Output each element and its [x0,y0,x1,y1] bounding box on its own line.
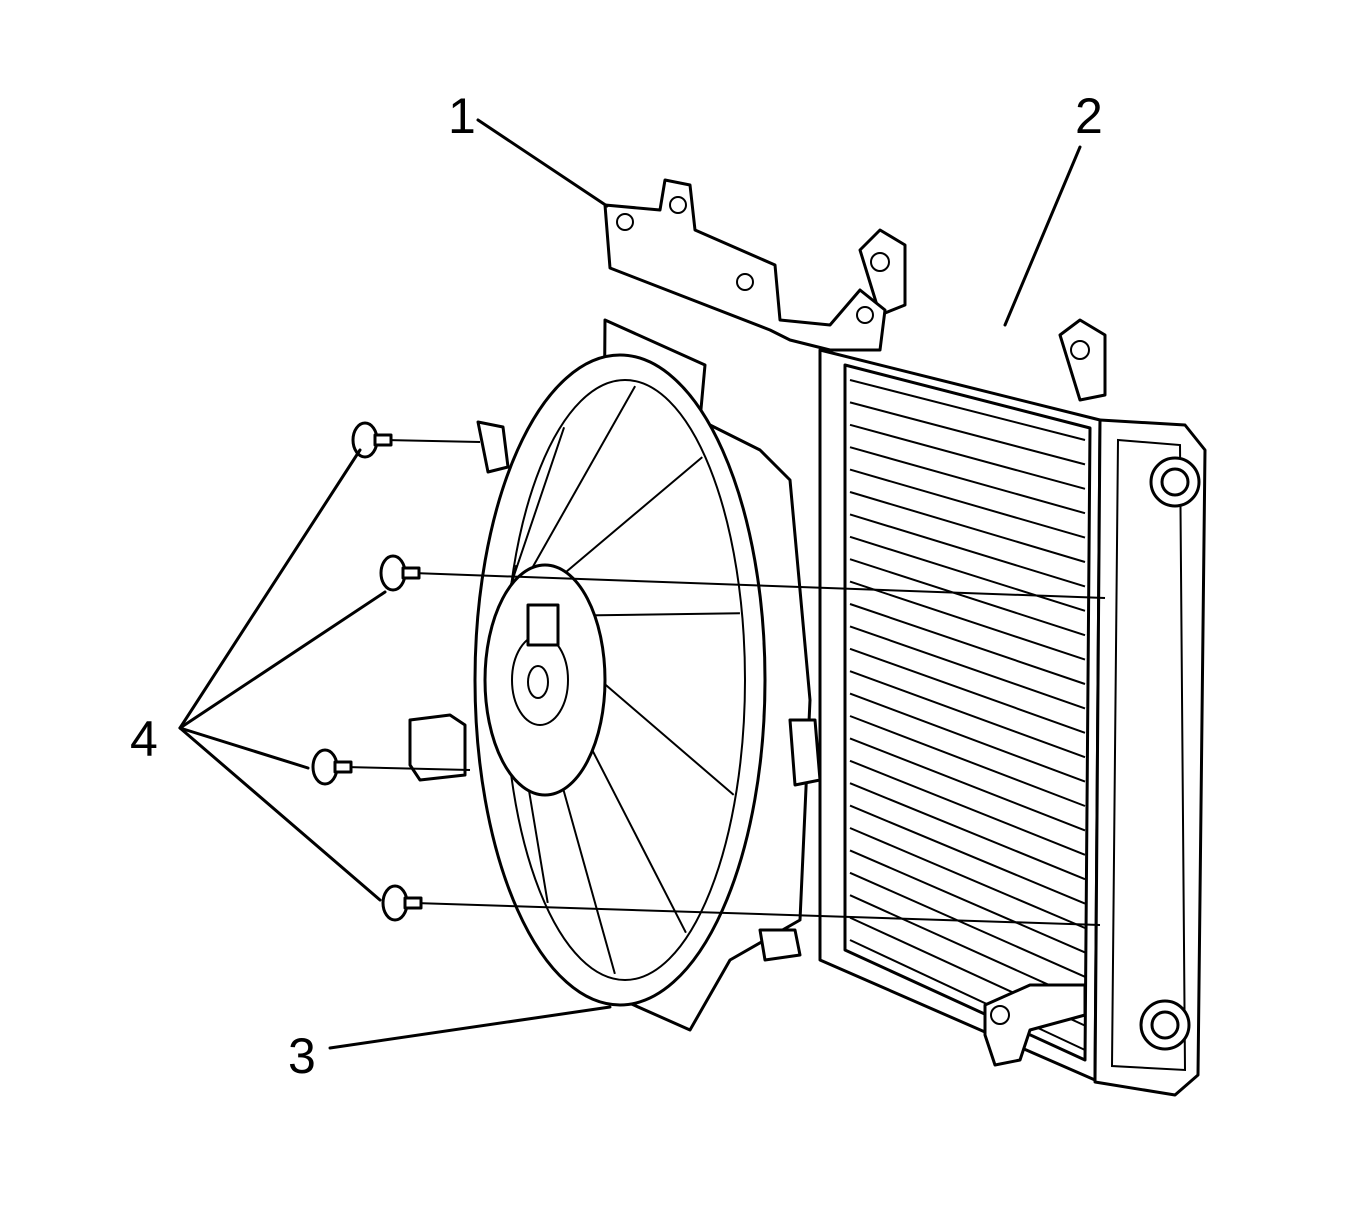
leader-lines [178,118,1082,1050]
radiator-fin [849,849,1086,954]
bolt-head [351,421,379,459]
radiator-fin [849,446,1086,515]
radiator-fin [849,379,1086,441]
radiator-fin [849,939,1086,1051]
radiator-fin [849,468,1086,539]
bolt-shank [401,566,421,580]
bolt-shank [373,433,393,447]
radiator-fin [849,692,1086,783]
bolts [311,421,1106,926]
fan-blade [588,744,687,934]
alignment-line [412,572,1106,599]
fan-assembly [408,318,822,1032]
callout-1: 1 [448,88,476,144]
radiator-fin [849,647,1086,734]
radiator-fin [849,737,1086,832]
bracket [603,178,887,352]
radiator-fin [849,715,1086,807]
fan-blade [589,612,740,617]
radiator-fin [849,423,1086,490]
bolt-head [379,554,407,592]
bolt-shank [333,760,353,774]
radiator-fin [849,827,1086,929]
alignment-line [384,439,481,443]
callout-4: 4 [130,711,158,767]
bolt-head [381,884,409,922]
radiator-fin [849,558,1086,637]
bolt-head [311,748,339,786]
fan-blade [527,784,549,904]
radiator-fin [849,871,1086,978]
fan-blade [527,385,636,576]
alignment-line [344,766,471,771]
radiator-fin [849,782,1086,881]
radiator [818,228,1207,1097]
radiator-fin [849,759,1086,856]
radiator-fin [849,670,1086,759]
radiator-fin [849,535,1086,612]
radiator-fin [849,603,1086,685]
radiator-fin [849,625,1086,710]
callout-2: 2 [1075,88,1103,144]
fan-blade [599,679,735,796]
callout-3: 3 [288,1028,316,1084]
radiator-fin [849,491,1086,563]
radiator-fin [849,804,1086,905]
fan-blade [561,784,616,975]
radiator-fin [849,401,1086,466]
radiator-fin [849,513,1086,588]
alignment-line [414,902,1101,926]
fan-blade [561,456,703,577]
bolt-shank [403,896,423,910]
radiator-fin [849,580,1086,661]
